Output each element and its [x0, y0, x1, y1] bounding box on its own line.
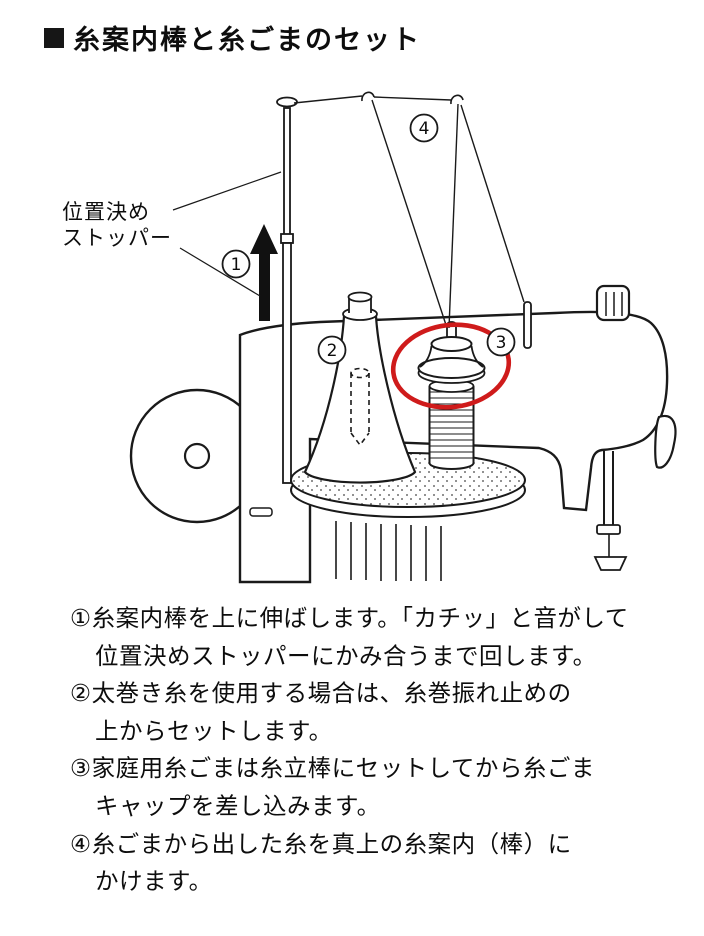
red-highlight-ellipse	[390, 322, 512, 410]
callout-3-number: 3	[496, 333, 507, 353]
spool-thread-body	[428, 379, 475, 470]
sewing-machine-illustration: 位置決め ストッパー 1 2 3 4	[62, 91, 677, 584]
thread-hook-right	[450, 94, 464, 105]
thread-hook-left	[361, 91, 375, 102]
stopper-label: 位置決め ストッパー	[62, 171, 282, 297]
presser-foot	[593, 556, 628, 571]
instruction-list: ①糸案内棒を上に伸ばします。「カチッ」と音がして 位置決めストッパーにかみ合うま…	[70, 600, 662, 901]
stopper-label-line2: ストッパー	[62, 227, 172, 250]
callout-4: 4	[409, 113, 439, 143]
cone-spool	[303, 291, 417, 484]
instruction-step-1-line-2: 位置決めストッパーにかみ合うまで回します。	[95, 642, 597, 669]
section-title: 糸案内棒と糸ごまのセット	[44, 18, 421, 57]
bed-hatch-lines	[335, 521, 442, 581]
instruction-step-4: ④糸ごまから出した糸を真上の糸案内（棒）に かけます。	[70, 826, 662, 901]
callout-2-number: 2	[327, 341, 338, 361]
stopper-label-line1: 位置決め	[62, 201, 150, 224]
spool-cap	[417, 321, 486, 384]
instruction-step-3: ③家庭用糸ごまは糸立棒にセットしてから糸ごま キャップを差し込みます。	[70, 750, 662, 825]
callout-3: 3	[486, 327, 516, 357]
balance-knob	[595, 284, 631, 322]
instruction-step-2-line-2: 上からセットします。	[95, 717, 333, 744]
callout-4-number: 4	[419, 119, 430, 139]
cone-thread-end-dashed	[350, 367, 370, 447]
instruction-step-2-line-1: ②太巻き糸を使用する場合は、糸巻振れ止めの	[70, 680, 572, 707]
spool-pin	[523, 301, 532, 349]
guide-bar-cap	[276, 96, 298, 108]
instruction-step-4-line-2: かけます。	[95, 868, 213, 895]
section-bullet-icon	[44, 27, 64, 48]
needle-assembly	[593, 451, 628, 571]
section-title-text: 糸案内棒と糸ごまのセット	[73, 25, 421, 55]
stopper-collar	[280, 233, 294, 244]
instruction-step-2: ②太巻き糸を使用する場合は、糸巻振れ止めの 上からセットします。	[70, 675, 662, 750]
callout-2: 2	[317, 335, 347, 365]
sewing-machine-figure: 位置決め ストッパー 1 2 3 4	[0, 88, 704, 600]
instruction-step-3-line-2: キャップを差し込みます。	[95, 792, 381, 819]
thread-guide-bar	[276, 96, 298, 484]
callout-1: 1	[221, 249, 251, 279]
stopper-pointer-lines	[172, 171, 282, 297]
tension-lever	[654, 414, 677, 469]
pillar-slot-detail	[249, 507, 273, 517]
instruction-step-3-line-1: ③家庭用糸ごまは糸立棒にセットしてから糸ごま	[70, 755, 595, 782]
up-arrow	[250, 224, 278, 321]
instruction-step-1: ①糸案内棒を上に伸ばします。「カチッ」と音がして 位置決めストッパーにかみ合うま…	[70, 600, 662, 675]
thread-lines	[293, 91, 525, 329]
instruction-step-4-line-1: ④糸ごまから出した糸を真上の糸案内（棒）に	[70, 830, 572, 857]
instruction-step-1-line-1: ①糸案内棒を上に伸ばします。「カチッ」と音がして	[70, 605, 629, 631]
callout-1-number: 1	[231, 255, 242, 275]
